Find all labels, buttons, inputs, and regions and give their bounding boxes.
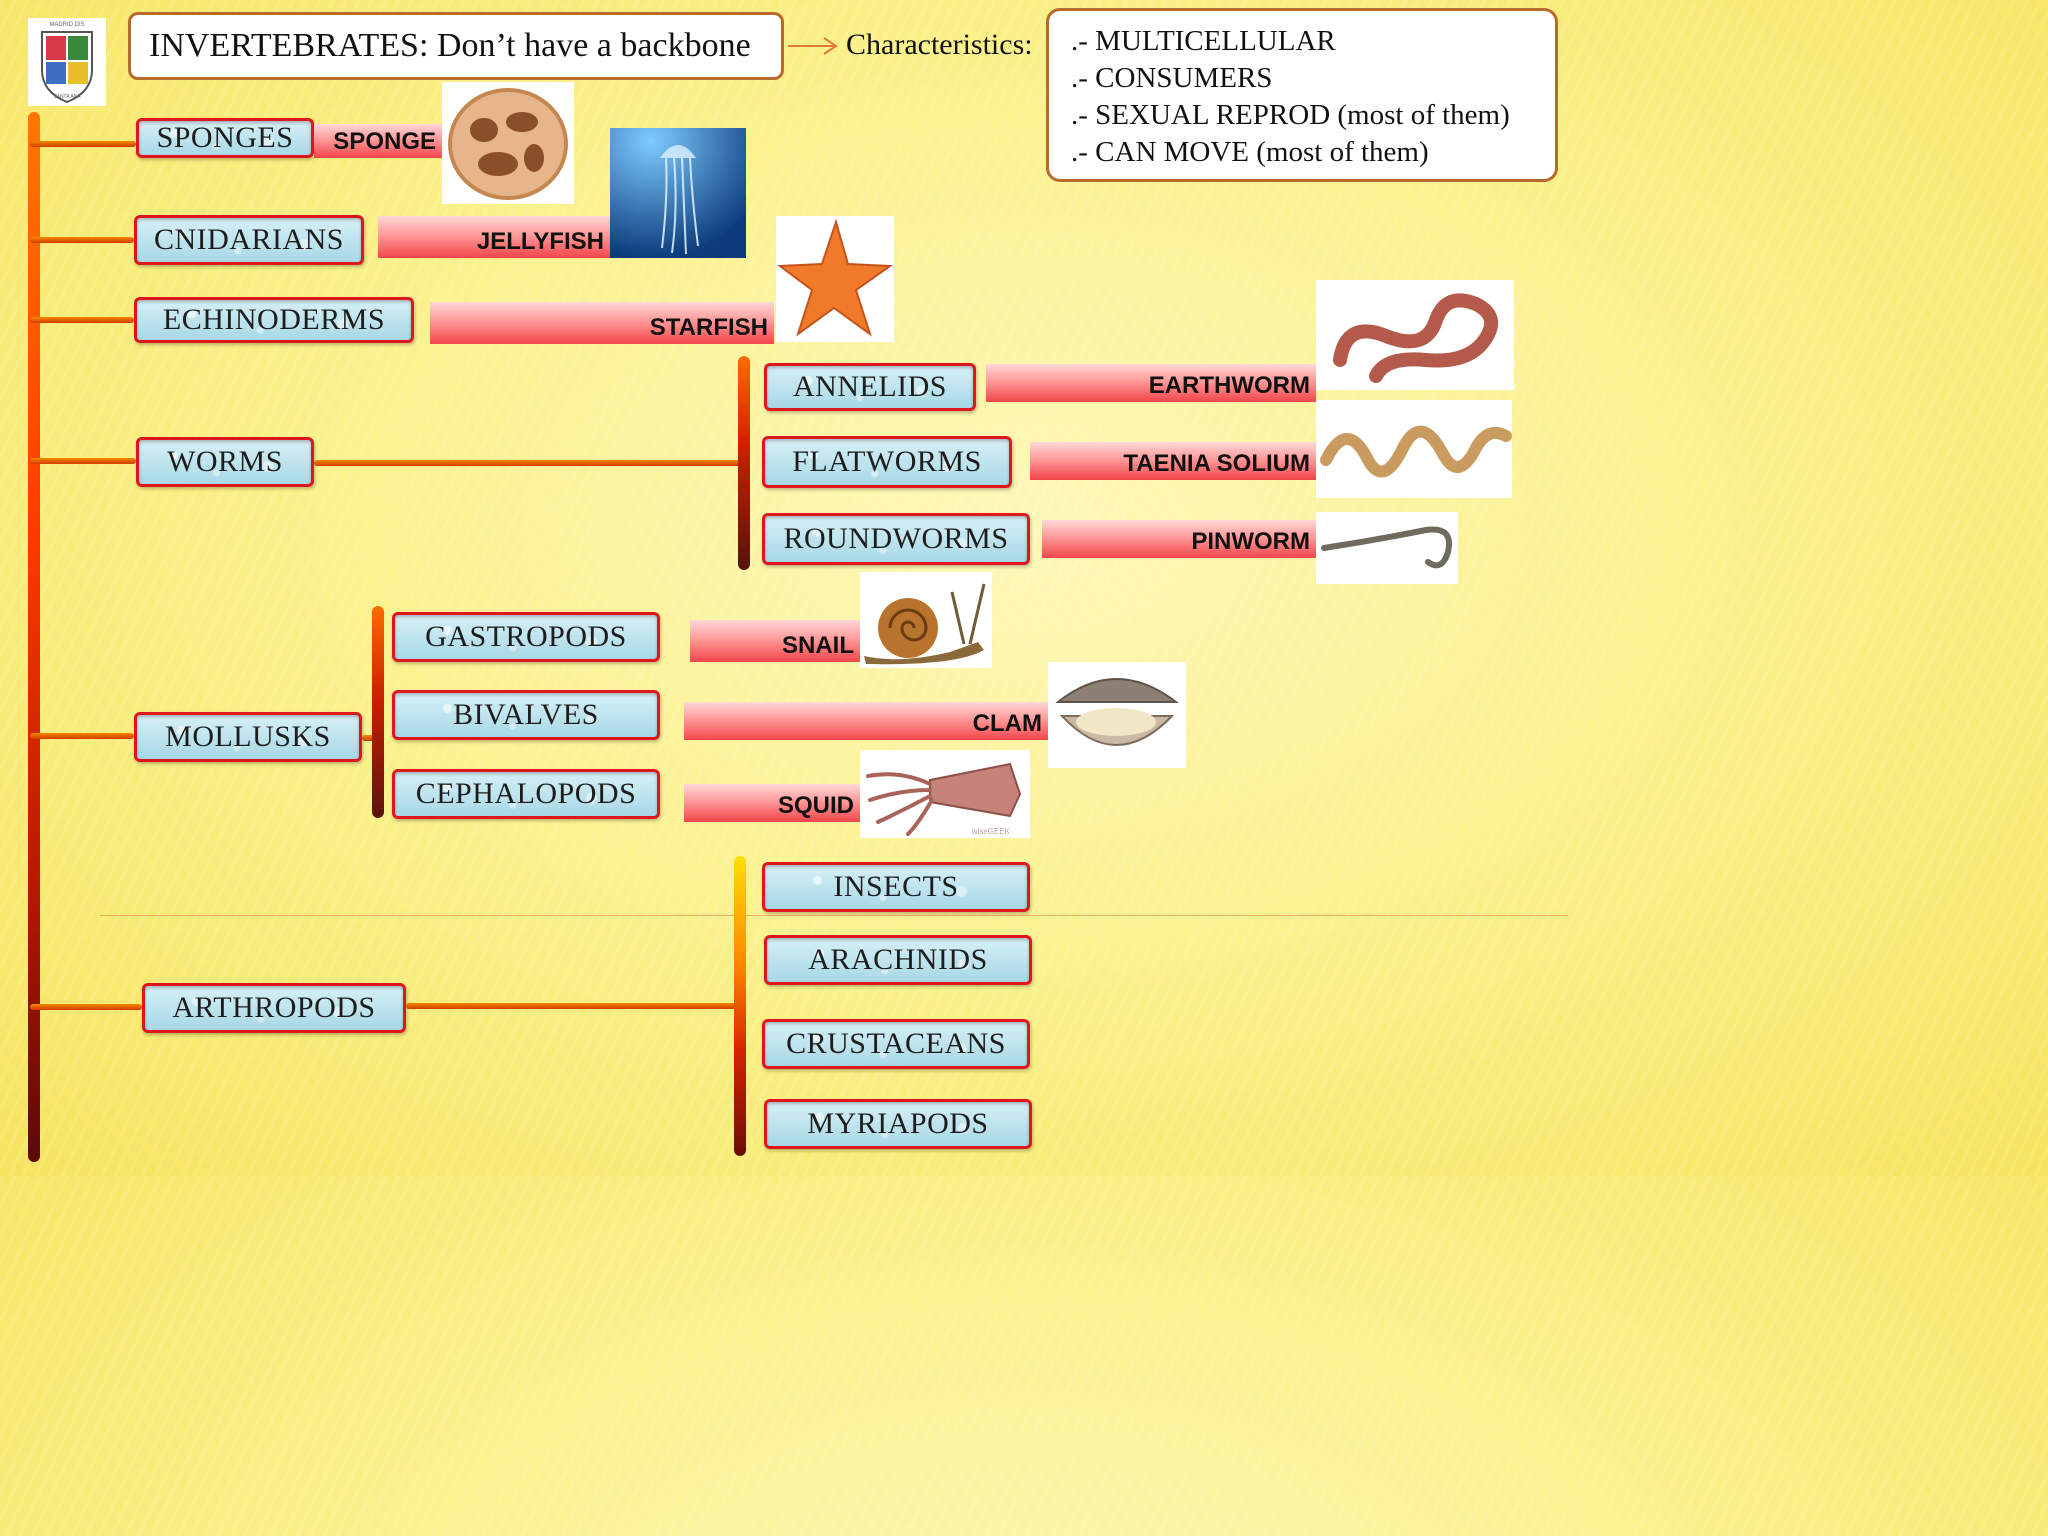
svg-text:SANTA ANA: SANTA ANA: [53, 94, 81, 100]
example-label-starfish: STARFISH: [430, 302, 774, 344]
example-label-snail: SNAIL: [690, 620, 860, 662]
branch-line: [30, 733, 134, 739]
svg-text:MADRID DIS: MADRID DIS: [49, 22, 84, 28]
example-label-taenia: TAENIA SOLIUM: [1030, 442, 1316, 480]
example-label-pinworm: PINWORM: [1042, 520, 1316, 558]
arthropods-trunk-line: [734, 856, 746, 1156]
sponge-photo: [442, 82, 574, 204]
subgroup-cephalopods[interactable]: CEPHALOPODS: [392, 769, 660, 819]
example-label-squid: SQUID: [684, 784, 860, 822]
branch-line: [30, 317, 134, 323]
mollusks-trunk-line: [372, 606, 384, 818]
subgroup-bivalves[interactable]: BIVALVES: [392, 690, 660, 740]
subgroup-flatworms[interactable]: FLATWORMS: [762, 436, 1012, 488]
photo-watermark: wiseGEEK: [971, 827, 1011, 836]
mollusks-branch-line: [362, 735, 378, 741]
group-sponges[interactable]: SPONGES: [136, 118, 314, 158]
branch-line: [30, 237, 134, 243]
example-label-clam: CLAM: [684, 702, 1048, 740]
worms-trunk-line: [738, 356, 750, 570]
subgroup-insects[interactable]: INSECTS: [762, 862, 1030, 912]
subgroup-annelids[interactable]: ANNELIDS: [764, 363, 976, 411]
characteristic-item: .- CONSUMERS: [1071, 62, 1273, 94]
main-trunk-line: [28, 112, 40, 1162]
starfish-photo: [776, 216, 894, 342]
group-echinoderms[interactable]: ECHINODERMS: [134, 297, 414, 343]
subgroup-gastropods[interactable]: GASTROPODS: [392, 612, 660, 662]
branch-line: [30, 1004, 142, 1010]
characteristic-item: .- CAN MOVE (most of them): [1071, 136, 1429, 168]
snail-photo: [860, 572, 992, 668]
jellyfish-photo: [610, 128, 746, 258]
subgroup-arachnids[interactable]: ARACHNIDS: [764, 935, 1032, 985]
group-cnidarians[interactable]: CNIDARIANS: [134, 215, 364, 265]
branch-line: [30, 141, 136, 147]
school-crest-icon: MADRID DIS SANTA ANA: [28, 18, 106, 106]
taenia-photo: [1316, 400, 1512, 498]
characteristic-item: .- MULTICELLULAR: [1071, 25, 1336, 57]
subgroup-roundworms[interactable]: ROUNDWORMS: [762, 513, 1030, 565]
earthworm-photo: [1316, 280, 1514, 390]
worms-branch-line: [314, 460, 744, 466]
subgroup-myriapods[interactable]: MYRIAPODS: [764, 1099, 1032, 1149]
example-label-sponge: SPONGE: [314, 124, 442, 158]
example-label-jellyfish: JELLYFISH: [378, 216, 610, 258]
group-mollusks[interactable]: MOLLUSKS: [134, 712, 362, 762]
squid-photo: wiseGEEK: [860, 750, 1030, 838]
characteristic-item: .- SEXUAL REPROD (most of them): [1071, 99, 1510, 131]
branch-line: [30, 458, 136, 464]
divider: [100, 915, 1568, 916]
group-worms[interactable]: WORMS: [136, 437, 314, 487]
group-arthropods[interactable]: ARTHROPODS: [142, 983, 406, 1033]
characteristics-box: .- MULTICELLULAR .- CONSUMERS .- SEXUAL …: [1046, 8, 1558, 182]
page-title: INVERTEBRATES: Don’t have a backbone: [128, 12, 784, 80]
clam-photo: [1048, 662, 1186, 768]
arrow-right-icon: [788, 37, 838, 55]
example-label-earthworm: EARTHWORM: [986, 364, 1316, 402]
pinworm-photo: [1316, 512, 1458, 584]
subgroup-crustaceans[interactable]: CRUSTACEANS: [762, 1019, 1030, 1069]
arthropods-branch-line: [406, 1003, 742, 1009]
characteristics-label: Characteristics:: [846, 28, 1033, 61]
